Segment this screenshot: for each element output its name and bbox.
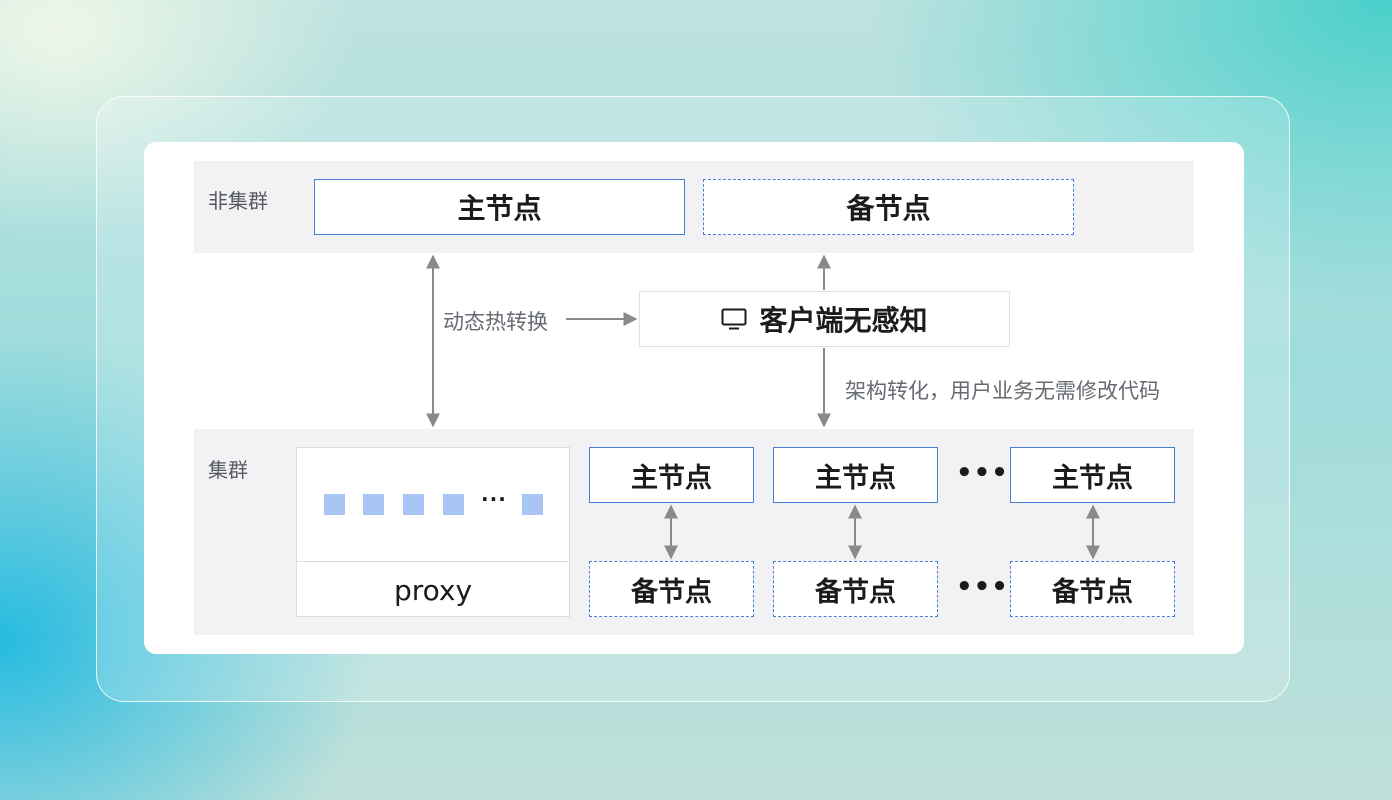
proxy-slot (443, 494, 464, 515)
cluster-standby-node: 备节点 (1010, 561, 1175, 617)
proxy-box (296, 447, 570, 617)
hot-switch-label: 动态热转换 (443, 310, 548, 334)
client-unaware-label: 客户端无感知 (759, 304, 928, 337)
cluster-standby-node: 备节点 (773, 561, 938, 617)
non-cluster-label: 非集群 (208, 189, 268, 213)
primary-node-ellipsis: ••• (956, 458, 1009, 488)
proxy-label: proxy (393, 573, 473, 607)
proxy-slot (324, 494, 345, 515)
client-unaware-box: 客户端无感知 (639, 291, 1010, 347)
proxy-slot (403, 494, 424, 515)
monitor-icon (721, 308, 747, 330)
proxy-slot (522, 494, 543, 515)
non-cluster-standby-node: 备节点 (703, 179, 1074, 235)
cluster-primary-node: 主节点 (1010, 447, 1175, 503)
proxy-slot-ellipsis: ··· (481, 487, 507, 511)
cluster-primary-node: 主节点 (589, 447, 754, 503)
standby-node-ellipsis: ••• (956, 572, 1009, 602)
proxy-slot (363, 494, 384, 515)
cluster-primary-node: 主节点 (773, 447, 938, 503)
non-cluster-primary-node: 主节点 (314, 179, 685, 235)
proxy-divider (296, 561, 570, 562)
cluster-standby-node: 备节点 (589, 561, 754, 617)
transform-note: 架构转化，用户业务无需修改代码 (845, 379, 1160, 403)
cluster-label: 集群 (208, 458, 248, 482)
